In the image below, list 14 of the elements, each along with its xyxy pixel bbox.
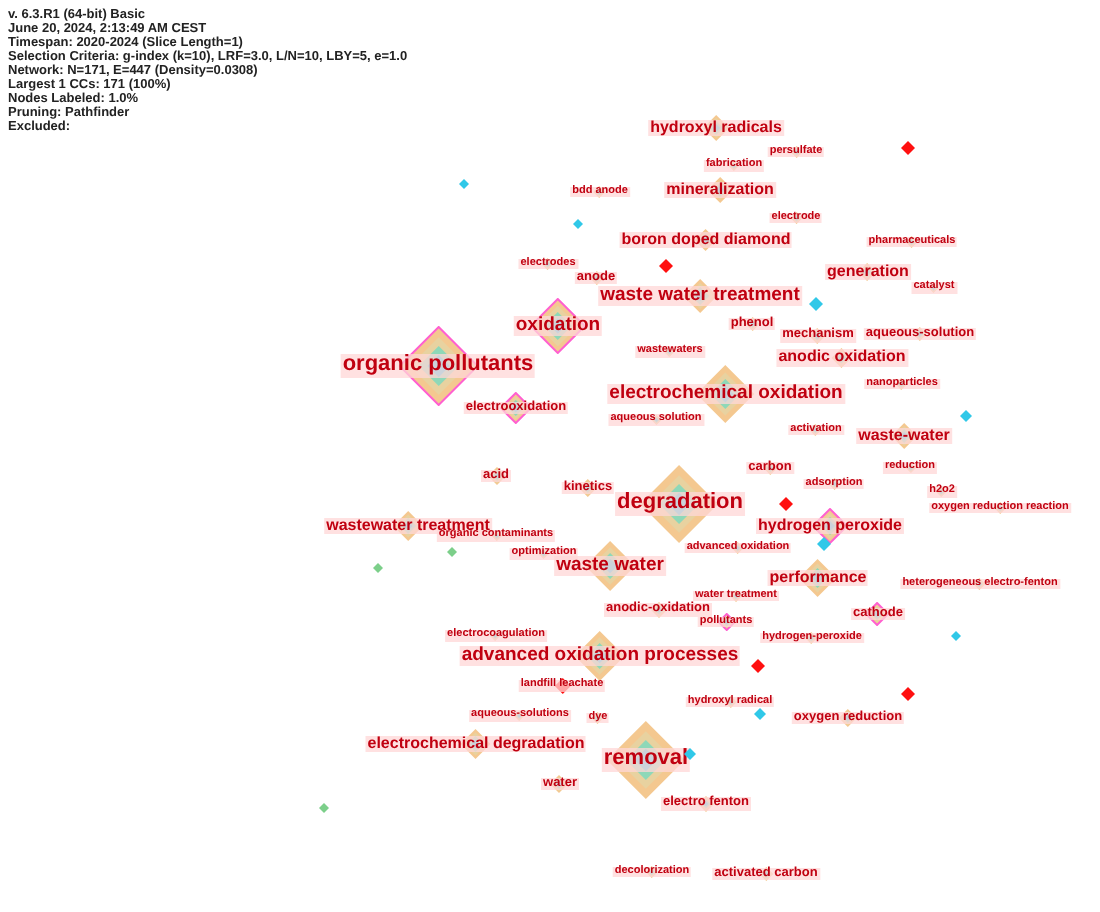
keyword-label: waste-water — [856, 427, 952, 445]
keyword-label: hydroxyl radicals — [648, 119, 784, 137]
keyword-label: organic pollutants — [340, 354, 536, 378]
keyword-label: electrochemical degradation — [365, 735, 587, 753]
keyword-label: mineralization — [664, 181, 776, 199]
keyword-label: hydrogen peroxide — [756, 517, 904, 535]
keyword-label: anodic oxidation — [776, 349, 908, 367]
keyword-label: performance — [767, 569, 869, 587]
keyword-label: advanced oxidation processes — [459, 646, 741, 666]
keyword-label: waste water treatment — [598, 286, 802, 306]
keyword-label: generation — [825, 263, 911, 281]
keyword-label: electrochemical oxidation — [607, 384, 845, 404]
keyword-label: waste water — [554, 556, 666, 576]
keyword-label: boron doped diamond — [619, 231, 793, 249]
